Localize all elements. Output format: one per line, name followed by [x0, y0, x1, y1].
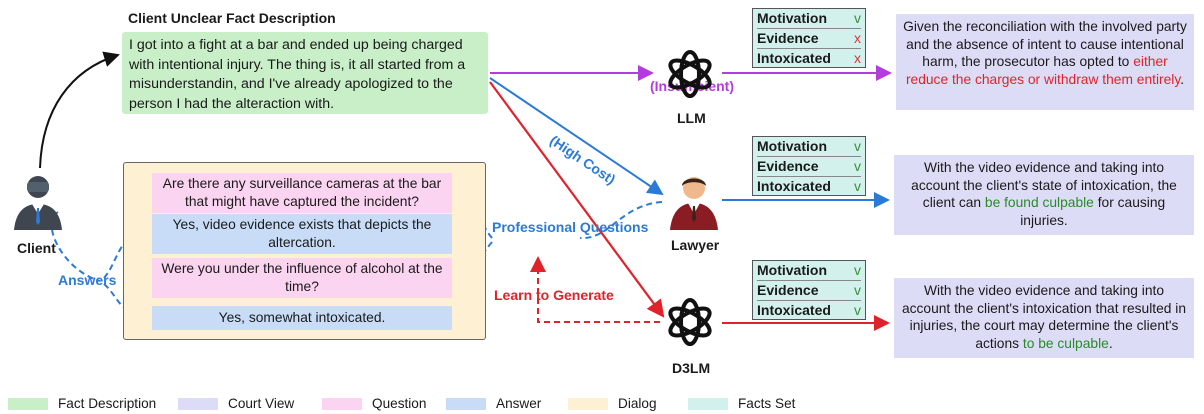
lawyer-to-questions-dashed: [579, 201, 663, 240]
legend-question: Question: [322, 396, 426, 411]
dialog-box: Are there any surveillance cameras at th…: [123, 162, 486, 340]
d3lm-label: D3LM: [672, 360, 711, 376]
answer-2: Yes, somewhat intoxicated.: [152, 306, 452, 330]
legend-fact-description: Fact Description: [8, 396, 156, 411]
legend-court-view: Court View: [178, 396, 294, 411]
legend-swatch: [322, 397, 362, 410]
llm-logo-icon: [662, 46, 718, 102]
fact-name: Motivation: [757, 10, 827, 26]
answers-to-a2-dashed: [103, 283, 148, 323]
fact-title: Client Unclear Fact Description: [128, 10, 336, 26]
legend-swatch: [568, 397, 608, 410]
cross-mark: x: [854, 50, 861, 66]
check-mark: v: [854, 138, 861, 154]
view-highlight: to be culpable: [1022, 335, 1109, 351]
question-1: Are there any surveillance cameras at th…: [152, 173, 452, 213]
fact-to-d3lm-arrow: [489, 81, 665, 318]
question-2: Were you under the influence of alcohol …: [152, 258, 452, 298]
view-text: .: [1180, 71, 1185, 87]
fact-name: Evidence: [757, 30, 819, 46]
check-mark: v: [854, 302, 861, 318]
check-mark: v: [854, 178, 861, 194]
legend-label: Facts Set: [738, 396, 796, 411]
fact-description-text: I got into a fight at a bar and ended up…: [129, 37, 466, 112]
facts-set-lawyer: Motivation v Evidence v Intoxicated v: [752, 136, 866, 196]
legend-swatch: [446, 397, 486, 410]
legend-facts-set: Facts Set: [688, 396, 795, 411]
questions-to-q2-dashed: [454, 241, 493, 283]
legend-label: Court View: [228, 396, 295, 411]
learn-to-generate-dashed: [530, 256, 660, 323]
view-text: With the video evidence and taking into …: [911, 160, 1177, 210]
view-text: Given the reconciliation with the involv…: [903, 19, 1187, 69]
facts-set-llm: Motivation v Evidence x Intoxicated x: [752, 8, 866, 68]
view-highlight: either reduce the charges or withdraw th…: [905, 54, 1181, 87]
legend-swatch: [178, 397, 218, 410]
fact-description-box: I got into a fight at a bar and ended up…: [122, 32, 488, 114]
fact-name: Motivation: [757, 138, 827, 154]
legend-swatch: [8, 397, 48, 410]
legend-label: Dialog: [618, 396, 657, 411]
answers-label: Answers: [58, 272, 117, 288]
check-mark: v: [854, 10, 861, 26]
view-highlight: be found culpable: [984, 195, 1094, 210]
client-avatar-icon: [10, 170, 66, 232]
check-mark: v: [854, 158, 861, 174]
fact-name: Evidence: [757, 158, 819, 174]
professional-questions-label: Professional Questions: [492, 219, 649, 235]
legend-dialog: Dialog: [568, 396, 657, 411]
legend-label: Question: [372, 396, 427, 411]
fact-name: Intoxicated: [757, 178, 831, 194]
fact-name: Motivation: [757, 262, 827, 278]
court-view-llm: Given the reconciliation with the involv…: [896, 14, 1194, 110]
check-mark: v: [854, 262, 861, 278]
legend-label: Fact Description: [58, 396, 157, 411]
facts-set-d3lm: Motivation v Evidence v Intoxicated v: [752, 260, 866, 320]
fact-name: Intoxicated: [757, 50, 831, 66]
answers-to-a1-dashed: [103, 224, 148, 279]
legend-label: Answer: [496, 396, 542, 411]
court-view-lawyer: With the video evidence and taking into …: [894, 155, 1194, 235]
llm-label: LLM: [677, 110, 706, 126]
legend-swatch: [688, 397, 728, 410]
answer-1: Yes, video evidence exists that depicts …: [152, 214, 452, 254]
cross-mark: x: [854, 30, 861, 46]
check-mark: v: [854, 282, 861, 298]
client-to-answers-dashed: [50, 211, 101, 282]
view-text: With the video evidence and taking into …: [901, 283, 1187, 351]
client-label: Client: [17, 240, 56, 256]
view-text: for causing injuries.: [1020, 195, 1166, 228]
d3lm-logo-icon: [662, 294, 718, 350]
fact-name: Evidence: [757, 282, 819, 298]
legend-answer: Answer: [446, 396, 541, 411]
learn-to-generate-label: Learn to Generate: [494, 287, 614, 303]
client-to-fact-arrow: [39, 51, 120, 169]
lawyer-avatar-icon: [668, 172, 720, 232]
fact-to-lawyer-arrow: [489, 77, 664, 196]
court-view-d3lm: With the video evidence and taking into …: [894, 278, 1194, 358]
view-text: .: [1108, 335, 1113, 351]
fact-name: Intoxicated: [757, 302, 831, 318]
lawyer-label: Lawyer: [671, 237, 720, 253]
